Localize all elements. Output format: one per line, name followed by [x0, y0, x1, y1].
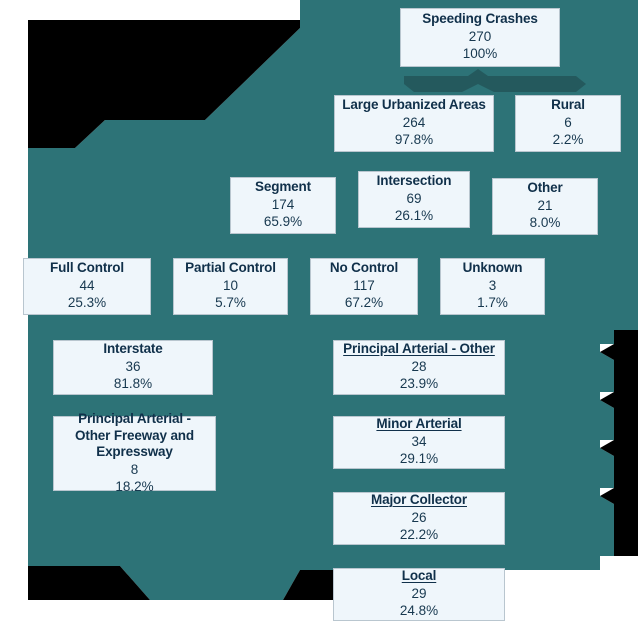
node-title: Interstate [103, 341, 163, 357]
node-title: Partial Control [185, 260, 276, 276]
node-title: Major Collector [370, 492, 467, 508]
node-title: No Control [329, 260, 399, 276]
node-partial-control[interactable]: Partial Control 10 5.7% [173, 258, 288, 315]
node-count: 174 [271, 196, 295, 212]
node-title: Segment [255, 179, 311, 195]
node-percent: 2.2% [552, 132, 584, 148]
node-count: 28 [411, 358, 427, 374]
connector-root-to-row2 [404, 69, 586, 92]
node-percent: 67.2% [344, 295, 384, 311]
node-title: Unknown [462, 260, 523, 276]
node-local[interactable]: Local 29 24.8% [333, 568, 505, 621]
node-other[interactable]: Other 21 8.0% [492, 178, 598, 235]
node-intersection[interactable]: Intersection 69 26.1% [358, 171, 470, 228]
node-title: Rural [551, 97, 585, 113]
node-major-collector[interactable]: Major Collector 26 22.2% [333, 492, 505, 545]
node-percent: 25.3% [67, 295, 107, 311]
node-percent: 29.1% [399, 451, 439, 467]
node-count: 26 [411, 509, 427, 525]
node-percent: 65.9% [263, 214, 303, 230]
node-percent: 26.1% [394, 208, 434, 224]
node-percent: 24.8% [399, 603, 439, 619]
node-unknown[interactable]: Unknown 3 1.7% [440, 258, 545, 315]
node-speeding-crashes[interactable]: Speeding Crashes 270 100% [400, 8, 560, 67]
node-title: Local [401, 568, 437, 584]
node-title: Full Control [50, 260, 124, 276]
node-title: Speeding Crashes [422, 11, 538, 27]
cutout-right-notches [600, 330, 638, 556]
node-principal-arterial-other-freeway-and-expressway[interactable]: Principal Arterial - Other Freeway and E… [53, 411, 216, 494]
node-percent: 22.2% [399, 527, 439, 543]
node-count: 69 [406, 190, 422, 206]
node-count: 264 [402, 114, 426, 130]
node-no-control[interactable]: No Control 117 67.2% [310, 258, 418, 315]
node-count: 8 [130, 461, 139, 477]
node-full-control[interactable]: Full Control 44 25.3% [23, 258, 151, 315]
cutout-bottom-left [28, 566, 150, 600]
node-count: 270 [468, 28, 492, 44]
node-count: 6 [564, 114, 572, 130]
node-title: Minor Arterial [376, 416, 462, 432]
node-rural[interactable]: Rural 6 2.2% [515, 95, 621, 152]
node-percent: 5.7% [215, 295, 246, 311]
node-count: 3 [488, 277, 497, 293]
cutout-upper-left [28, 20, 300, 148]
node-count: 29 [411, 585, 427, 601]
node-title: Other [527, 180, 563, 196]
node-title: Large Urbanized Areas [342, 97, 486, 113]
node-percent: 81.8% [113, 376, 153, 392]
node-percent: 100% [462, 46, 498, 62]
node-count: 44 [79, 277, 95, 293]
node-count: 21 [537, 197, 553, 213]
node-title: Principal Arterial - Other [343, 341, 495, 357]
node-segment[interactable]: Segment 174 65.9% [230, 177, 336, 234]
node-minor-arterial[interactable]: Minor Arterial 34 29.1% [333, 416, 505, 469]
node-title: Intersection [376, 173, 452, 189]
node-count: 10 [222, 277, 239, 293]
node-count: 34 [411, 433, 427, 449]
node-percent: 97.8% [394, 132, 434, 148]
node-principal-arterial-other[interactable]: Principal Arterial - Other 28 23.9% [333, 340, 505, 395]
node-count: 36 [125, 358, 141, 374]
node-percent: 23.9% [399, 376, 439, 392]
node-large-urbanized-areas[interactable]: Large Urbanized Areas 264 97.8% [334, 95, 494, 152]
node-percent: 8.0% [529, 215, 561, 231]
node-percent: 1.7% [477, 295, 508, 311]
node-percent: 18.2% [115, 479, 154, 495]
node-title: Principal Arterial - Other Freeway and E… [75, 411, 194, 460]
node-count: 117 [353, 277, 375, 293]
node-interstate[interactable]: Interstate 36 81.8% [53, 340, 213, 395]
